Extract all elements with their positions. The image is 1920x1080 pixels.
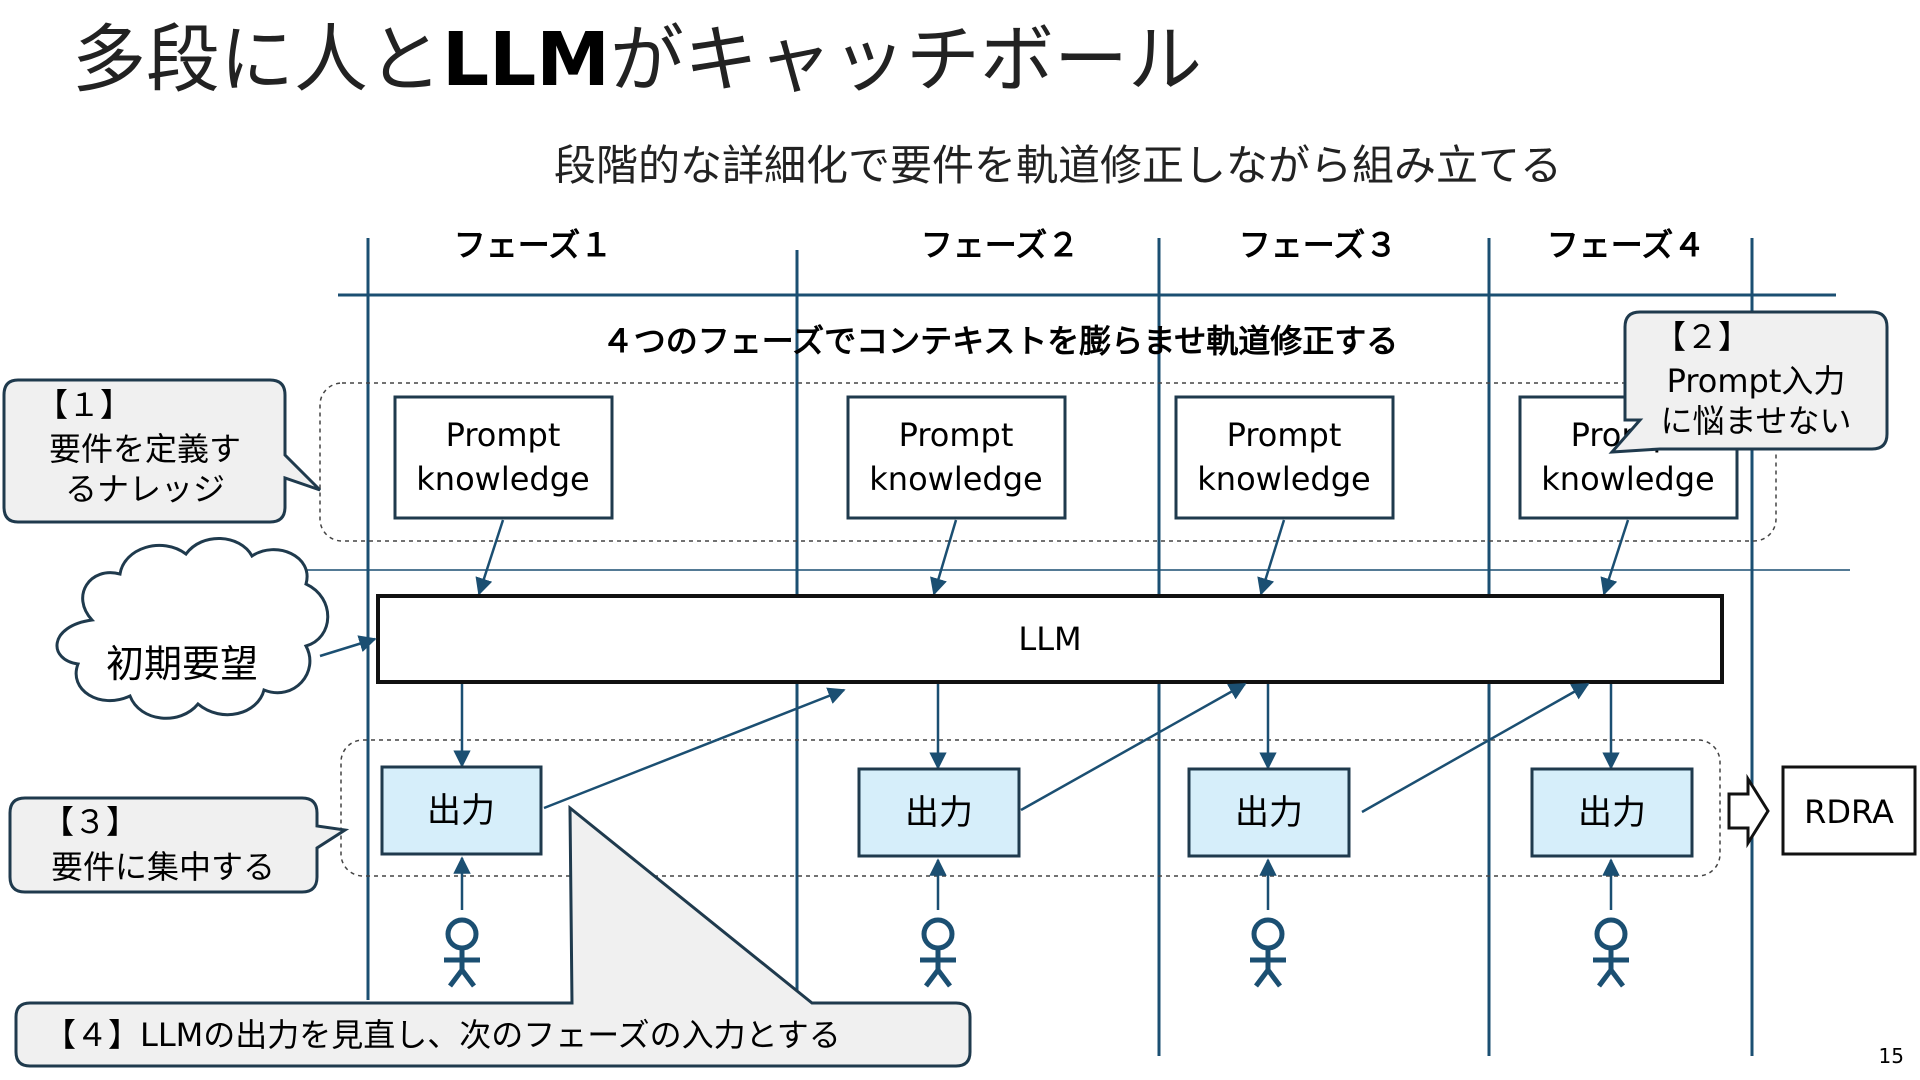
prompt-box-4-line2: knowledge (1541, 460, 1714, 498)
prompt-box-3-line1: Prompt (1227, 416, 1342, 454)
initial-request-label: 初期要望 (106, 642, 258, 686)
callout-1-line2: 要件を定義す (49, 430, 241, 468)
rdra-box: RDRA (1781, 765, 1917, 856)
phase-banner: ４つのフェーズでコンテキストを膨らませ軌道修正する (602, 322, 1398, 360)
callout-2-line1: 【２】 (1654, 318, 1750, 356)
title-llm: LLM (442, 17, 610, 103)
callout-2-line2: Prompt入力 (1667, 362, 1846, 400)
arrow-output-3-to-llm (1361, 682, 1590, 814)
rdra-label: RDRA (1804, 793, 1894, 831)
callout-2-line3: に悩ませない (1660, 402, 1851, 440)
prompt-box-3: Prompt knowledge (1174, 395, 1395, 520)
prompt-box-2-line2: knowledge (869, 460, 1042, 498)
person-figure-3 (1250, 858, 1286, 988)
callout-3-line1: 【３】 (42, 803, 138, 841)
arrow-output-2-to-llm (1020, 682, 1247, 812)
phase-label-2: フェーズ２ (921, 226, 1079, 264)
output-box-1-label: 出力 (427, 791, 495, 831)
callout-3: 【３】 要件に集中する (8, 796, 350, 894)
callout-3-line2: 要件に集中する (51, 848, 275, 886)
output-box-2: 出力 (857, 767, 1021, 858)
title-suffix: がキャッチボール (610, 17, 1202, 103)
llm-box: LLM (376, 594, 1724, 684)
prompt-box-1-line1: Prompt (446, 416, 561, 454)
arrow-knowledge-4-to-llm (1600, 519, 1630, 596)
arrow-knowledge-1-to-llm (475, 519, 505, 596)
person-figure-1 (444, 856, 480, 988)
arrow-knowledge-2-to-llm (930, 519, 958, 596)
title-prefix: 多段に人と (72, 17, 442, 103)
llm-label: LLM (1018, 620, 1081, 658)
hollow-arrow-to-rdra (1727, 773, 1770, 849)
output-box-4-label: 出力 (1578, 793, 1646, 833)
callout-1-line1: 【１】 (36, 386, 132, 424)
phase-label-3: フェーズ３ (1239, 226, 1397, 264)
output-box-3: 出力 (1187, 767, 1351, 858)
callout-4-text: 【４】LLMの出力を見直し、次のフェーズの入力とする (44, 1016, 841, 1054)
callout-2: 【２】 Prompt入力 に悩ませない (1608, 310, 1889, 454)
callout-1-line3: るナレッジ (65, 470, 225, 508)
phase-label-1: フェーズ１ (454, 226, 612, 264)
slide-title: 多段に人とLLMがキャッチボール (72, 17, 1202, 103)
arrow-request-to-llm (319, 635, 377, 658)
prompt-box-1: Prompt knowledge (393, 395, 614, 520)
arrow-knowledge-3-to-llm (1257, 519, 1286, 596)
output-box-1: 出力 (380, 765, 543, 856)
prompt-box-1-line2: knowledge (416, 460, 589, 498)
phase-label-4: フェーズ４ (1547, 226, 1705, 264)
output-box-4: 出力 (1530, 767, 1694, 858)
slide-subtitle: 段階的な詳細化で要件を軌道修正しながら組み立てる (554, 141, 1562, 190)
output-group (340, 739, 1721, 877)
callout-1: 【１】 要件を定義す るナレッジ (2, 378, 322, 524)
prompt-box-3-line2: knowledge (1197, 460, 1370, 498)
page-number: 15 (1879, 1044, 1904, 1068)
person-figure-2 (920, 858, 956, 988)
output-box-2-label: 出力 (905, 793, 973, 833)
knowledge-group (319, 382, 1777, 542)
callout-4: 【４】LLMの出力を見直し、次のフェーズの入力とする (14, 804, 972, 1068)
arrow-output-1-to-llm (543, 687, 846, 810)
person-figure-4 (1593, 858, 1629, 988)
prompt-box-2: Prompt knowledge (846, 395, 1067, 520)
initial-request-cloud: 初期要望 (55, 537, 330, 720)
prompt-box-2-line1: Prompt (899, 416, 1014, 454)
output-box-3-label: 出力 (1235, 793, 1303, 833)
